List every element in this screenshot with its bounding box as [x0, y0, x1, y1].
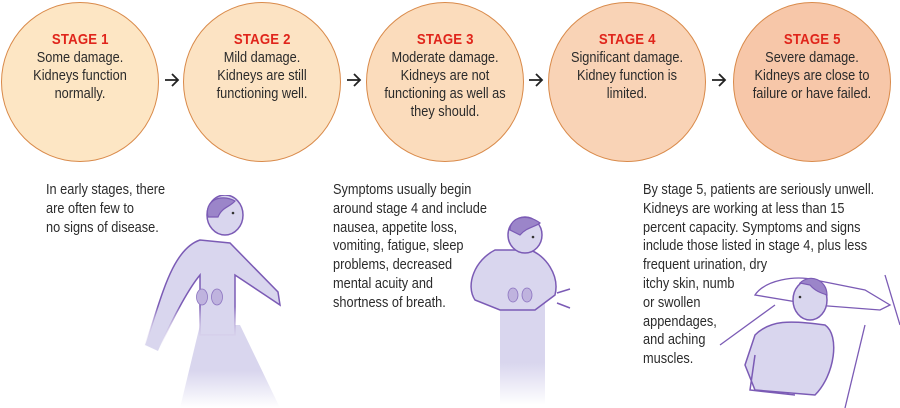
- stage-5-description: Severe damage. Kidneys are close to fail…: [752, 50, 872, 102]
- arrow-right-icon: [529, 73, 544, 87]
- early-stage-note: In early stages, there are often few to …: [46, 182, 166, 236]
- stage-1-circle: STAGE 1 Some damage. Kidneys function no…: [1, 2, 159, 162]
- stage-3-description: Moderate damage. Kidneys are not functio…: [384, 50, 506, 120]
- stage-5-circle: STAGE 5 Severe damage. Kidneys are close…: [733, 2, 891, 162]
- stage-3-circle: STAGE 3 Moderate damage. Kidneys are not…: [366, 2, 524, 162]
- stage-1-description: Some damage. Kidneys function normally.: [33, 50, 127, 102]
- stage-1-title: STAGE 1: [51, 31, 109, 48]
- person-in-bed-illustration: [719, 274, 900, 408]
- person-holding-side-illustration: [470, 216, 571, 405]
- kidneys-icon: [507, 287, 533, 303]
- stage-4-circle: STAGE 4 Significant damage. Kidney funct…: [548, 2, 706, 162]
- stage-2-title: STAGE 2: [233, 31, 291, 48]
- stage-3-title: STAGE 3: [416, 31, 474, 48]
- walking-person-illustration: [144, 195, 282, 408]
- arrow-right-icon: [165, 73, 180, 87]
- arrow-right-icon: [712, 73, 727, 87]
- stage-4-title: STAGE 4: [598, 31, 656, 48]
- stage-5-title: STAGE 5: [783, 31, 841, 48]
- stage-4-description: Significant damage. Kidney function is l…: [570, 50, 684, 102]
- stage-5-note: By stage 5, patients are seriously unwel…: [643, 182, 875, 368]
- stage-2-description: Mild damage. Kidneys are still functioni…: [216, 50, 308, 102]
- symptoms-note: Symptoms usually begin around stage 4 an…: [333, 182, 487, 311]
- arrow-right-icon: [347, 73, 362, 87]
- stage-2-circle: STAGE 2 Mild damage. Kidneys are still f…: [183, 2, 341, 162]
- kidneys-icon: [196, 288, 223, 306]
